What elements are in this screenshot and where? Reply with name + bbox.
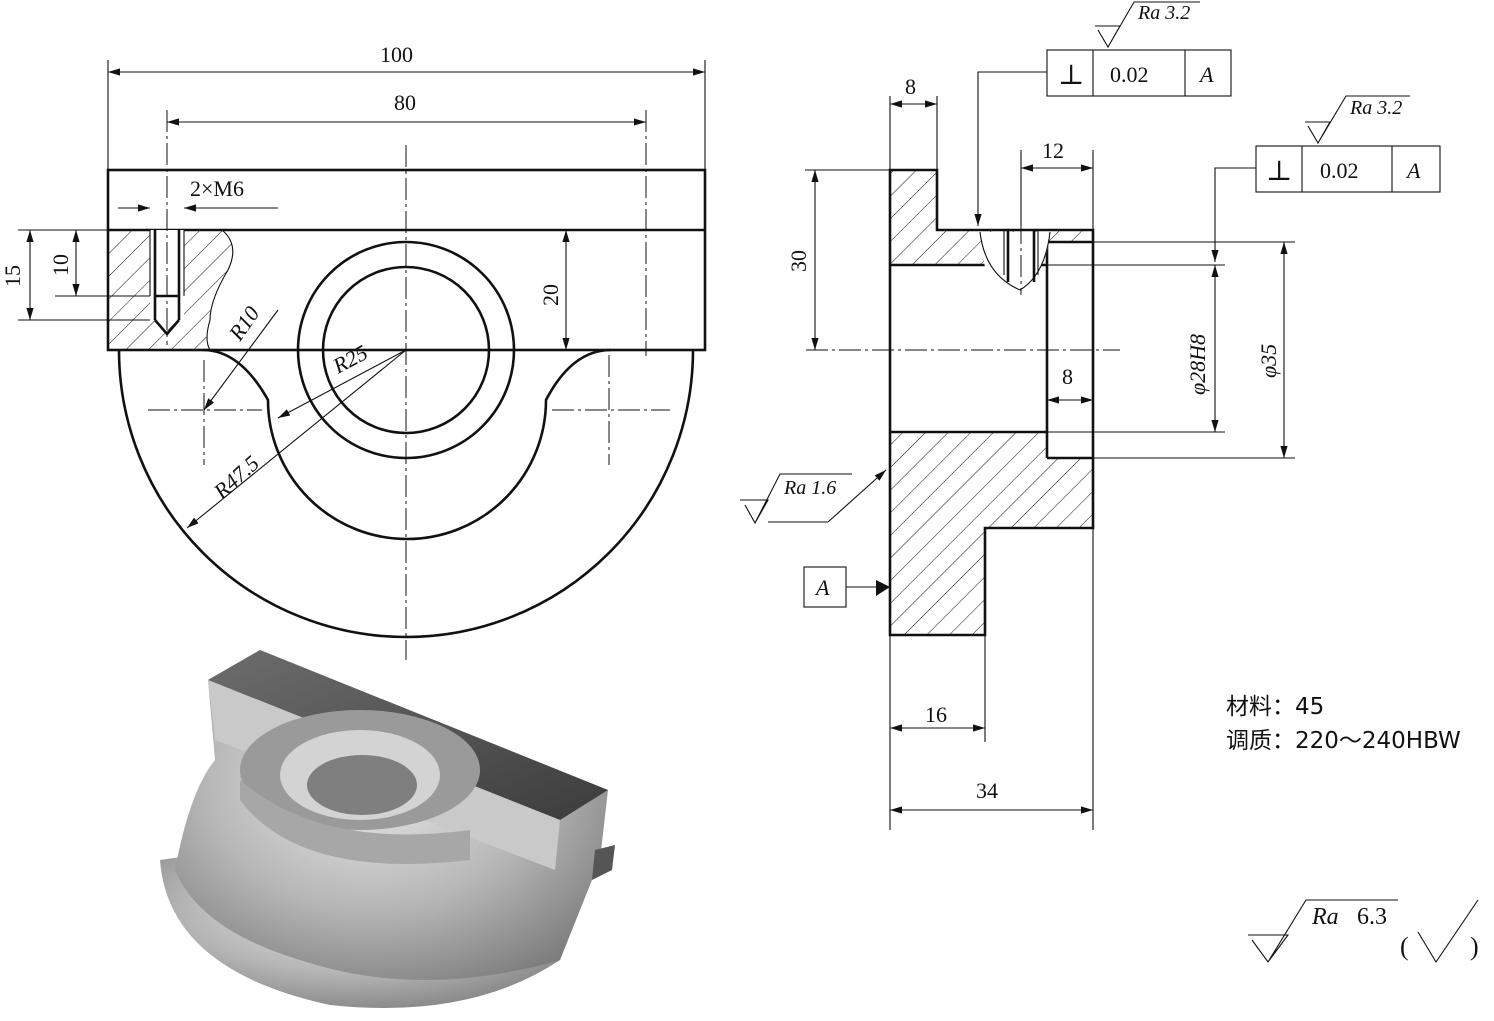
- treatment-note: 调质：220～240HBW: [1226, 728, 1461, 754]
- dim-12: 12: [1042, 138, 1064, 163]
- dim-r47-5: R47.5: [208, 450, 264, 504]
- dim-34: 34: [976, 778, 998, 803]
- ra-1-6-symbol: Ra 1.6: [740, 469, 887, 525]
- dim-phi35: φ35: [1256, 344, 1281, 378]
- svg-text:⊥: ⊥: [1266, 156, 1292, 187]
- svg-text:Ra 3.2: Ra 3.2: [1137, 2, 1190, 24]
- tolerance-frame-2: ⊥ 0.02 A: [1211, 145, 1441, 262]
- section-view: 8 12 30 φ28H8 φ35 8 16 34 A: [740, 1, 1441, 830]
- tolerance-frame-1: ⊥ 0.02 A: [974, 49, 1232, 226]
- svg-text:): ): [1470, 932, 1479, 961]
- dim-100: 100: [380, 42, 413, 67]
- svg-text:Ra 1.6: Ra 1.6: [783, 477, 836, 499]
- svg-text:A: A: [1198, 62, 1214, 87]
- dim-20: 20: [538, 284, 563, 306]
- ra-3-2-top-symbol: Ra 3.2: [1095, 1, 1200, 49]
- svg-text:Ra 3.2: Ra 3.2: [1349, 97, 1402, 119]
- dim-10: 10: [48, 254, 73, 276]
- svg-text:0.02: 0.02: [1320, 158, 1359, 183]
- dim-16: 16: [925, 702, 947, 727]
- dim-8-bore: 8: [1062, 364, 1073, 389]
- svg-text:6.3: 6.3: [1357, 904, 1387, 930]
- outer-semicircle: [117, 349, 695, 639]
- datum-label-a: A: [814, 575, 830, 600]
- dim-r25: R25: [328, 340, 372, 379]
- front-view: 100 80 2×M6 15 10 20 R10 R25 R47.5: [0, 42, 707, 660]
- dim-phi28h8: φ28H8: [1185, 334, 1210, 395]
- thread-callout: 2×M6: [190, 176, 244, 201]
- dim-15: 15: [0, 265, 25, 287]
- svg-text:Ra: Ra: [1311, 904, 1339, 930]
- inner-arc: [202, 348, 612, 541]
- svg-text:⊥: ⊥: [1058, 60, 1084, 91]
- lower-hatch: [890, 432, 1093, 635]
- dim-80: 80: [394, 90, 416, 115]
- dim-30: 30: [786, 250, 811, 272]
- dim-8-top: 8: [905, 74, 916, 99]
- svg-text:0.02: 0.02: [1110, 62, 1149, 87]
- part-photo: [160, 650, 615, 1008]
- ra-3-2-right-symbol: Ra 3.2: [1305, 95, 1410, 145]
- svg-text:(: (: [1400, 932, 1409, 961]
- material-note: 材料：45: [1226, 694, 1324, 720]
- notes: 材料：45 调质：220～240HBW: [1226, 694, 1461, 754]
- svg-text:A: A: [1405, 158, 1421, 183]
- dim-r10: R10: [223, 301, 264, 345]
- general-finish-symbol: Ra 6.3 ( ): [1248, 899, 1479, 964]
